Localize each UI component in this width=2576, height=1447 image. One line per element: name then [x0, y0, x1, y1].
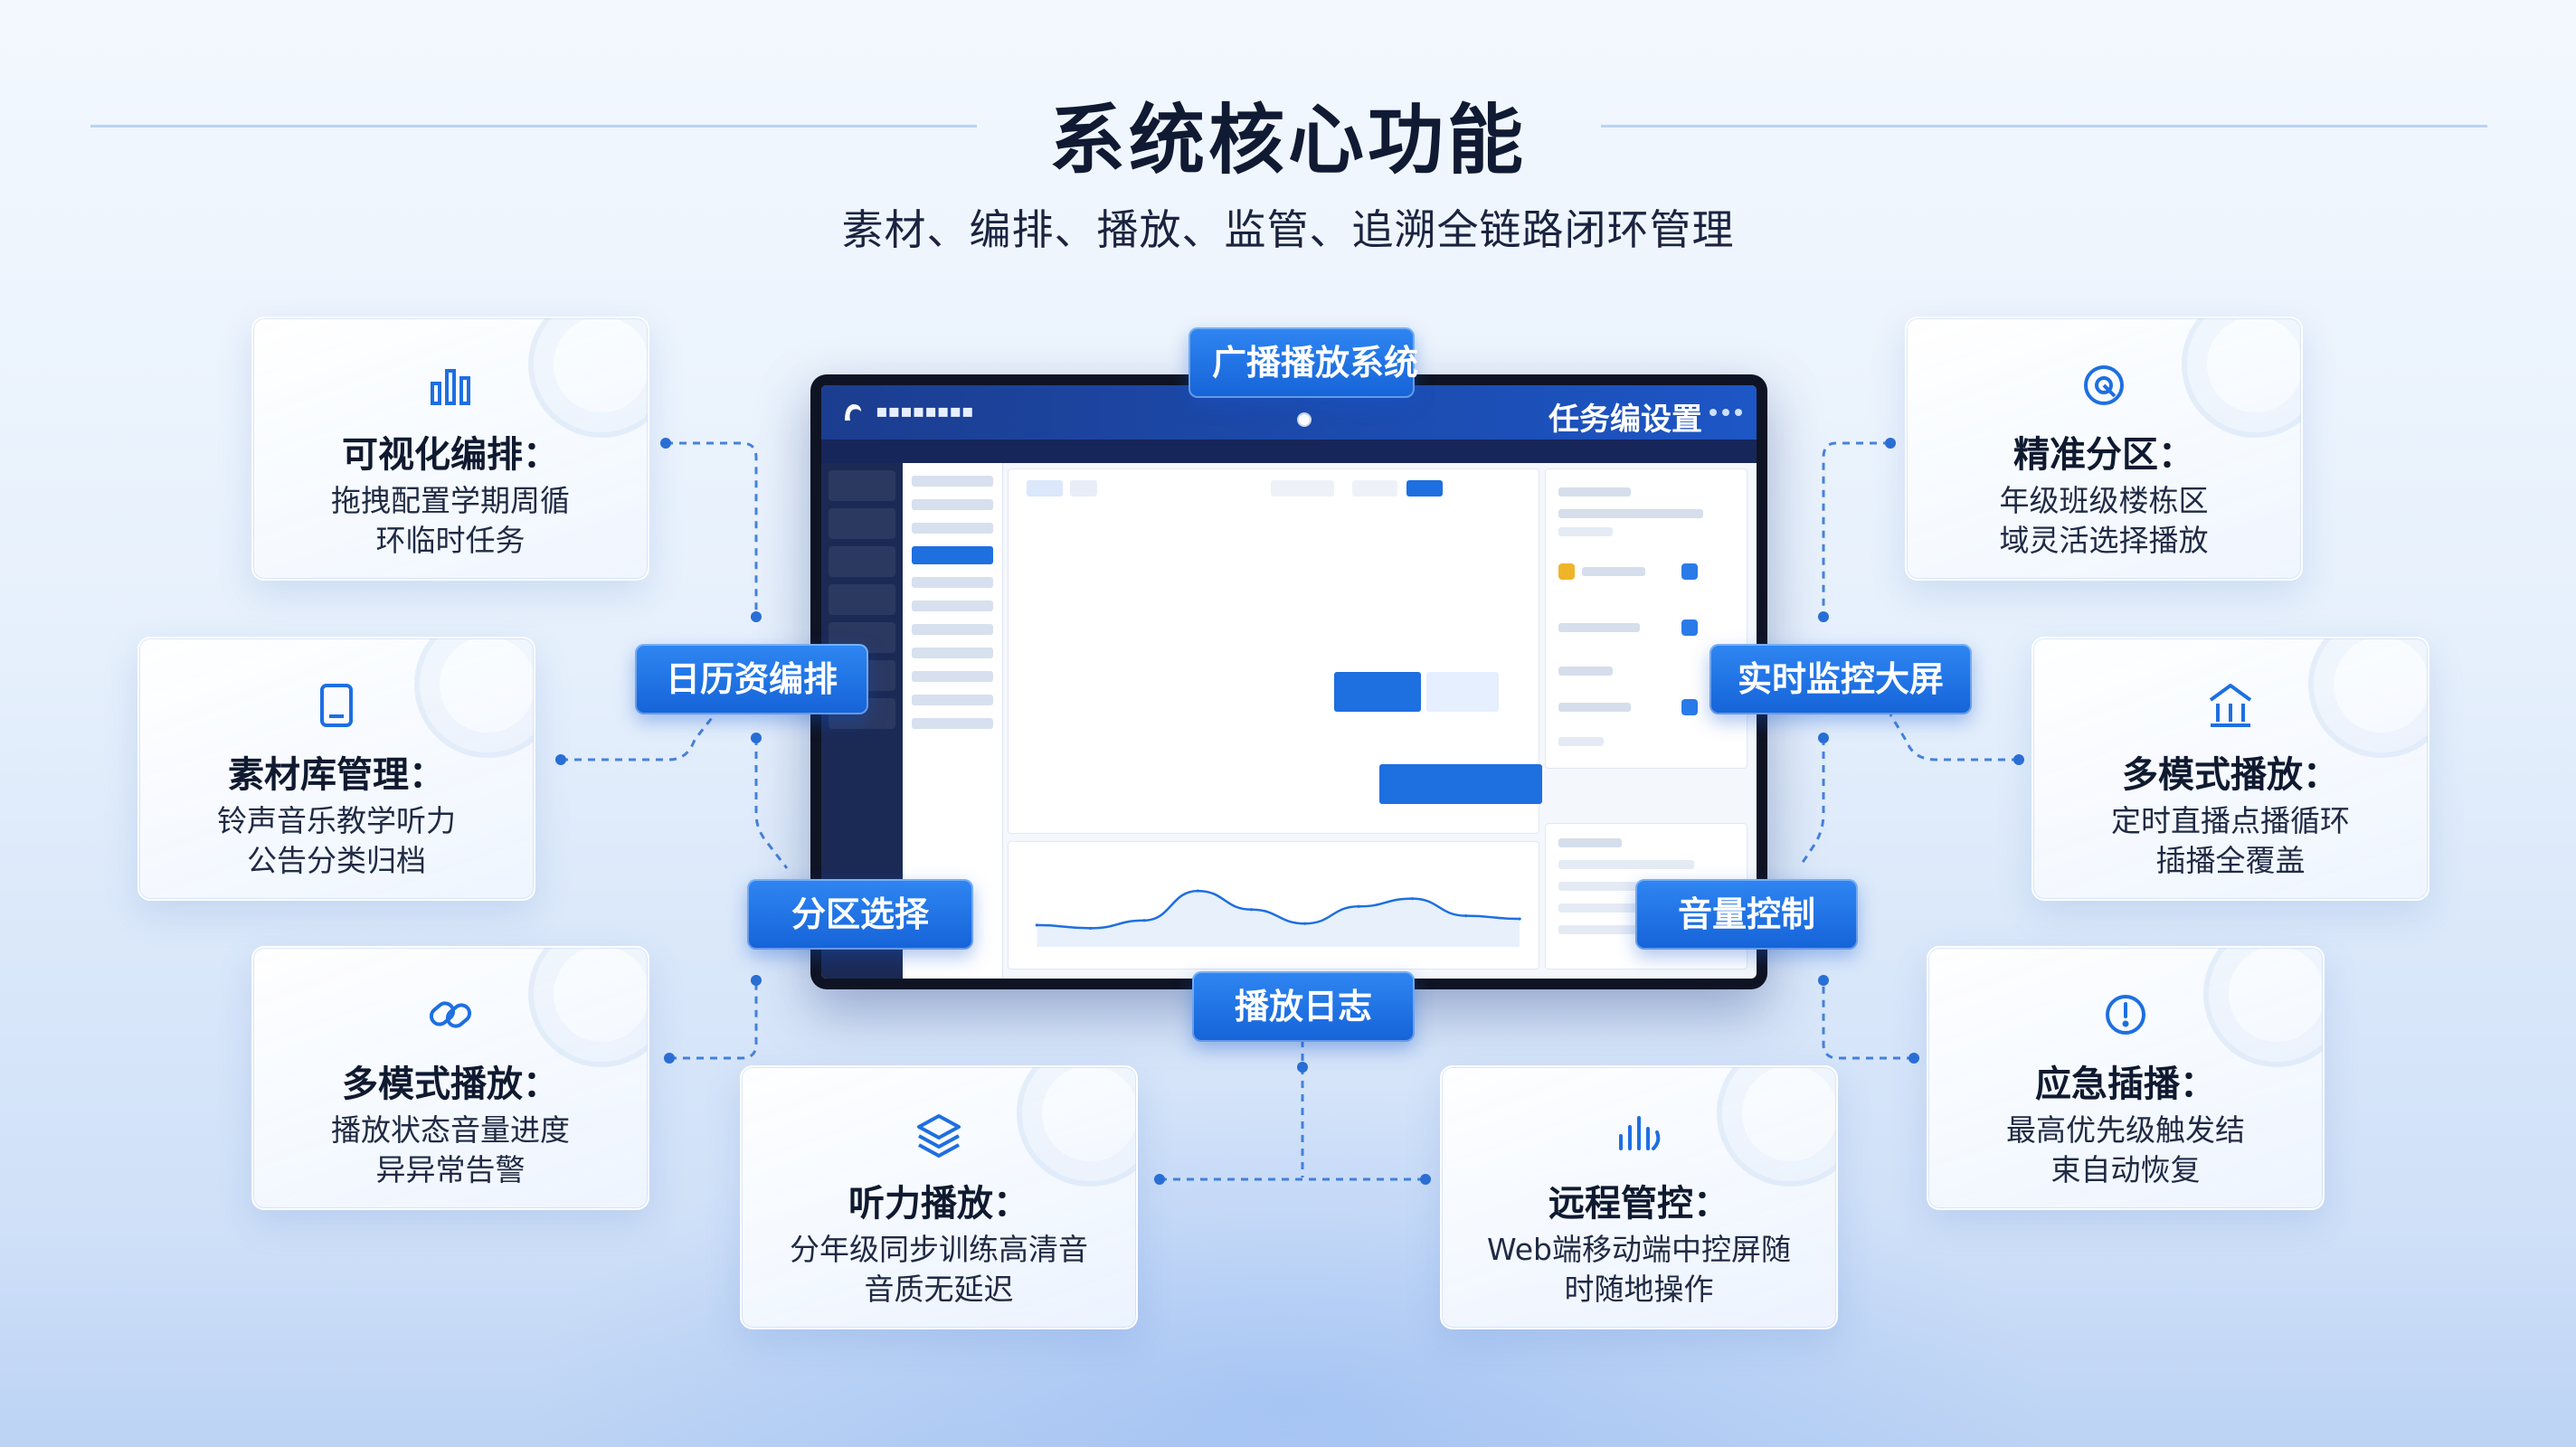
nav-item[interactable]	[912, 499, 993, 510]
nav-item[interactable]	[912, 648, 993, 658]
card-visual-scheduling: 可视化编排： 拖拽配置学期周循环临时任务	[251, 317, 649, 581]
dashboard-screen: ▪▪▪▪▪▪▪▪ 任务编设置	[821, 385, 1757, 979]
monitor-camera-icon	[1299, 414, 1310, 425]
signal-icon	[1614, 1109, 1664, 1159]
dashboard-subbar	[821, 440, 1757, 463]
sidebar-item[interactable]	[829, 508, 895, 539]
trend-point	[1303, 922, 1307, 925]
task-settings-title: 任务编设置	[1548, 402, 1702, 438]
trend-point	[1357, 904, 1360, 908]
card-multi-mode-left: 多模式播放： 播放状态音量进度异异常告警	[251, 946, 649, 1210]
pill-zone-select[interactable]: 分区选择	[747, 879, 973, 950]
nav-item[interactable]	[912, 476, 993, 487]
trend-chart-svg	[1035, 889, 1521, 947]
pill-play-log[interactable]: 播放日志	[1192, 971, 1415, 1042]
nav-item[interactable]	[912, 718, 993, 729]
nav-item[interactable]	[912, 624, 993, 635]
pill-volume-control[interactable]: 音量控制	[1635, 879, 1858, 950]
schedule-calendar-panel	[1008, 468, 1542, 834]
monitor-side-panel	[1545, 468, 1747, 769]
query-button[interactable]	[1406, 480, 1443, 497]
pill-broadcast-system[interactable]: 广播播放系统	[1189, 327, 1418, 398]
title-divider-right	[1601, 125, 2487, 128]
nav-item[interactable]	[912, 671, 993, 682]
pill-realtime-monitor[interactable]: 实时监控大屏	[1709, 644, 1972, 714]
pill-calendar-scheduling[interactable]: 日历资编排	[635, 644, 868, 714]
trend-point	[1142, 919, 1146, 922]
bar-chart-icon	[425, 360, 476, 411]
window-controls-icon[interactable]	[1708, 405, 1744, 420]
nav-item[interactable]	[912, 577, 993, 588]
trend-point	[1249, 908, 1254, 912]
nav-item[interactable]	[912, 695, 993, 705]
nav-item-active[interactable]	[912, 546, 993, 564]
sidebar-item[interactable]	[829, 546, 895, 577]
link-icon	[425, 989, 476, 1040]
trend-area	[1037, 891, 1520, 947]
building-icon	[2205, 680, 2256, 731]
sidebar-item[interactable]	[829, 470, 895, 501]
trend-point	[1196, 889, 1199, 893]
trend-line	[1037, 889, 1520, 930]
trend-point	[1089, 926, 1093, 930]
app-logo-icon	[845, 404, 861, 421]
card-listening-playback: 听力播放： 分年级同步训练高清音音质无延迟	[740, 1065, 1138, 1329]
filter-tab[interactable]	[1027, 480, 1063, 497]
calendar-selected-cell[interactable]	[1334, 672, 1421, 712]
title-divider-left	[90, 125, 977, 128]
page-subtitle: 素材、编排、播放、监管、追溯全链路闭环管理	[841, 205, 1735, 254]
layers-icon	[914, 1109, 964, 1159]
filter-select[interactable]	[1271, 480, 1334, 497]
card-precise-zoning: 精准分区： 年级班级楼栋区域灵活选择播放	[1905, 317, 2303, 581]
card-emergency-broadcast: 应急插播： 最高优先级触发结束自动恢复	[1927, 946, 2325, 1210]
nav-item[interactable]	[912, 601, 993, 611]
filter-select[interactable]	[1352, 480, 1397, 497]
card-remote-control: 远程管控： Web端移动端中控屏随时随地操作	[1440, 1065, 1838, 1329]
calendar-highlight-cell[interactable]	[1426, 672, 1499, 712]
sidebar-item[interactable]	[829, 584, 895, 615]
tablet-icon	[311, 680, 362, 731]
card-multi-mode-right: 多模式播放： 定时直播点播循环插播全覆盖	[2031, 637, 2429, 901]
nav-item[interactable]	[912, 523, 993, 534]
trend-point	[1035, 923, 1039, 927]
app-title-blurred: ▪▪▪▪▪▪▪▪	[876, 400, 974, 421]
playback-trend-chart	[1008, 841, 1539, 969]
calendar-event-block[interactable]	[1379, 764, 1542, 804]
target-icon	[2079, 360, 2129, 411]
card-media-library: 素材库管理： 铃声音乐教学听力公告分类归档	[137, 637, 535, 901]
alert-icon	[2100, 989, 2151, 1040]
trend-point	[1518, 917, 1521, 921]
trend-point	[1464, 914, 1468, 918]
calendar-grid	[1021, 560, 1542, 820]
filter-tab[interactable]	[1070, 480, 1097, 497]
trend-point	[1410, 897, 1415, 901]
page-title: 系统核心功能	[1048, 96, 1527, 184]
